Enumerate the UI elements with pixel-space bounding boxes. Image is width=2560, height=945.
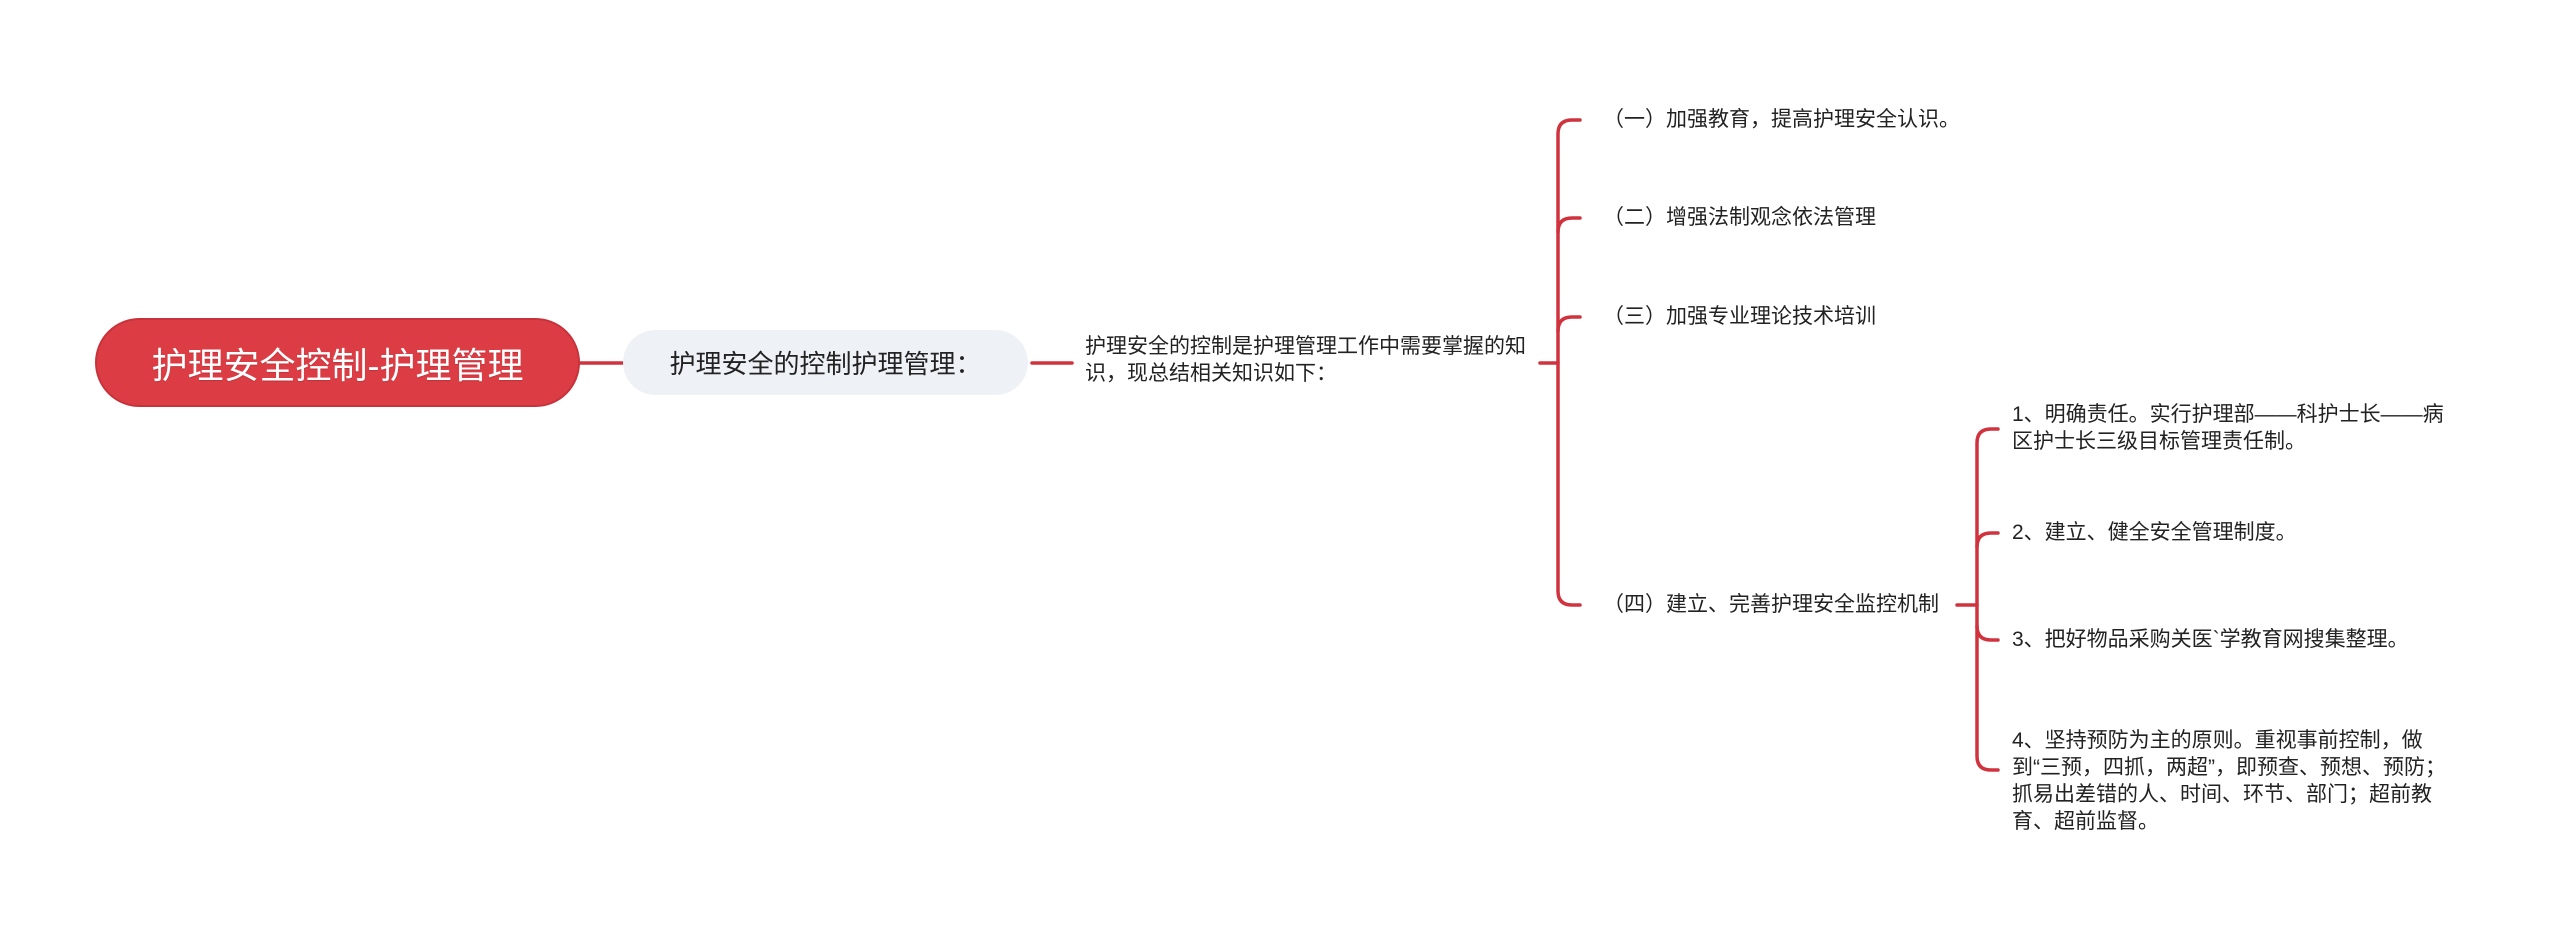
summary-node-label: 护理安全的控制是护理管理工作中需要掌握的知识，现总结相关知识如下： — [1085, 335, 1526, 385]
leaf-2-connector — [1975, 531, 2000, 549]
branch-node-3[interactable]: （三）加强专业理论技术培训 — [1603, 303, 1876, 330]
leaf-node-label: 1、明确责任。实行护理部——科护士长——病区护士长三级目标管理责任制。 — [2012, 403, 2444, 453]
branch-node-1[interactable]: （一）加强教育，提高护理安全认识。 — [1603, 106, 1960, 133]
branch-node-4[interactable]: （四）建立、完善护理安全监控机制 — [1603, 591, 1939, 618]
leaf-node-label: 4、坚持预防为主的原则。重视事前控制，做到“三预，四抓，两超”，即预查、预想、预… — [2012, 729, 2446, 833]
topic-node[interactable]: 护理安全的控制护理管理： — [623, 330, 1028, 395]
leaf-3-connector — [1975, 624, 2000, 642]
root-node[interactable]: 护理安全控制-护理管理 — [95, 318, 580, 407]
leaf-node-3[interactable]: 3、把好物品采购关医`学教育网搜集整理。 — [2012, 626, 2462, 653]
root-node-label: 护理安全控制-护理管理 — [151, 344, 524, 386]
topic-node-label: 护理安全的控制护理管理： — [669, 349, 982, 379]
branch-node-label: （一）加强教育，提高护理安全认识。 — [1603, 108, 1960, 131]
branch-node-2[interactable]: （二）增强法制观念依法管理 — [1603, 204, 1876, 231]
branch-node-label: （四）建立、完善护理安全监控机制 — [1603, 593, 1939, 616]
leaf-node-label: 2、建立、健全安全管理制度。 — [2012, 521, 2297, 544]
leaf-node-4[interactable]: 4、坚持预防为主的原则。重视事前控制，做到“三预，四抓，两超”，即预查、预想、预… — [2012, 727, 2462, 835]
branch-2-connector — [1556, 216, 1582, 234]
branch-node-label: （三）加强专业理论技术培训 — [1603, 305, 1876, 328]
leaf-node-2[interactable]: 2、建立、健全安全管理制度。 — [2012, 519, 2462, 546]
sub-bracket — [1975, 427, 2000, 772]
main-bracket — [1556, 118, 1582, 607]
leaf-node-label: 3、把好物品采购关医`学教育网搜集整理。 — [2012, 628, 2409, 651]
leaf-node-1[interactable]: 1、明确责任。实行护理部——科护士长——病区护士长三级目标管理责任制。 — [2012, 401, 2462, 455]
branch-node-label: （二）增强法制观念依法管理 — [1603, 206, 1876, 229]
branch-3-connector — [1556, 315, 1582, 333]
summary-node[interactable]: 护理安全的控制是护理管理工作中需要掌握的知识，现总结相关知识如下： — [1085, 333, 1545, 387]
